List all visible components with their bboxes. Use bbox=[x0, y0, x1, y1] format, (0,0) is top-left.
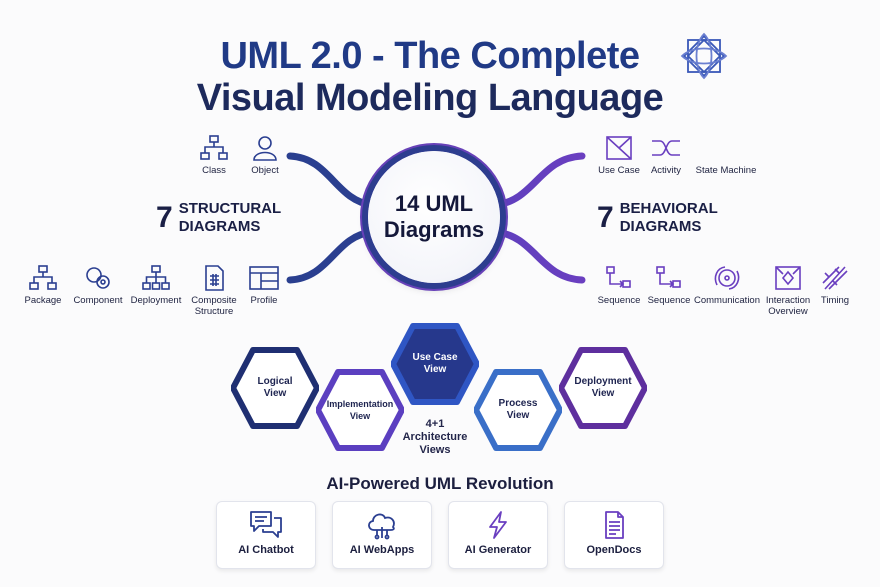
structural-line2: DIAGRAMS bbox=[178, 218, 261, 235]
hexagon-shape bbox=[231, 347, 319, 429]
chat-icon bbox=[250, 511, 282, 538]
page-title-line2: Visual Modeling Language bbox=[196, 77, 664, 119]
behavioral-item-activity[interactable]: Activity bbox=[646, 135, 686, 176]
ai-card-chatbot[interactable]: AI Chatbot bbox=[216, 501, 316, 569]
behavioral-count: 7 bbox=[597, 201, 614, 234]
package-icon bbox=[29, 265, 57, 290]
class-icon bbox=[200, 135, 228, 160]
hub-line2: Diagrams bbox=[383, 217, 485, 242]
behavioral-item-timing[interactable]: Timing bbox=[816, 265, 854, 306]
structural-item-component[interactable]: Component bbox=[70, 265, 126, 306]
structural-item-deployment[interactable]: Deployment bbox=[128, 265, 184, 306]
behavioral-item-sequence-2[interactable]: Sequence bbox=[645, 265, 693, 306]
sequence-icon bbox=[656, 266, 681, 288]
hexagon-shape bbox=[559, 347, 647, 429]
interaction-overview-icon bbox=[775, 266, 801, 290]
behavioral-item-interaction-overview[interactable]: Interaction Overview bbox=[762, 265, 814, 317]
view-process[interactable]: Process View bbox=[474, 368, 562, 452]
ai-section-title: AI-Powered UML Revolution bbox=[326, 474, 554, 493]
architecture-views-label: 4+1 Architecture Views bbox=[402, 418, 468, 456]
deployment-icon bbox=[142, 265, 170, 290]
object-icon bbox=[253, 136, 277, 161]
hexagon-shape bbox=[391, 323, 479, 405]
behavioral-item-state-machine[interactable]: State Machine bbox=[695, 165, 757, 176]
structural-count: 7 bbox=[156, 201, 173, 234]
hexagon-shape bbox=[474, 369, 562, 451]
behavioral-line1: BEHAVIORAL bbox=[619, 200, 718, 217]
cloud-icon bbox=[368, 513, 395, 540]
lightning-icon bbox=[489, 511, 507, 539]
behavioral-item-communication[interactable]: Communication bbox=[692, 265, 762, 306]
structural-item-object[interactable]: Object bbox=[241, 135, 289, 176]
behavioral-item-use-case[interactable]: Use Case bbox=[594, 135, 644, 176]
composite-structure-icon bbox=[205, 265, 224, 291]
view-logical[interactable]: Logical View bbox=[231, 346, 319, 430]
communication-icon bbox=[714, 266, 740, 290]
sequence-icon bbox=[606, 266, 631, 288]
geometric-logo-icon bbox=[680, 32, 728, 80]
document-icon bbox=[605, 511, 624, 539]
view-use-case[interactable]: Use Case View bbox=[391, 322, 479, 406]
timing-icon bbox=[822, 266, 848, 290]
use-case-icon bbox=[606, 136, 632, 160]
hub-line1: 14 UML bbox=[394, 191, 474, 216]
view-deployment[interactable]: Deployment View bbox=[559, 346, 647, 430]
structural-branches bbox=[286, 152, 376, 284]
behavioral-branches bbox=[492, 152, 589, 284]
hub-circle: 14 UML Diagrams bbox=[368, 151, 500, 283]
behavioral-item-sequence-1[interactable]: Sequence bbox=[594, 265, 644, 306]
structural-item-profile[interactable]: Profile bbox=[244, 265, 284, 306]
structural-item-composite-structure[interactable]: Composite Structure bbox=[186, 265, 242, 317]
component-icon bbox=[86, 267, 110, 289]
activity-icon bbox=[652, 140, 680, 156]
view-implementation[interactable]: Implementation View bbox=[316, 368, 404, 452]
ai-card-generator[interactable]: AI Generator bbox=[448, 501, 548, 569]
structural-item-class[interactable]: Class bbox=[190, 135, 238, 176]
page-title-line1: UML 2.0 - The Complete bbox=[220, 35, 640, 77]
profile-icon bbox=[249, 266, 279, 290]
structural-line1: STRUCTURAL bbox=[178, 200, 282, 217]
ai-card-opendocs[interactable]: OpenDocs bbox=[564, 501, 664, 569]
ai-card-webapps[interactable]: AI WebApps bbox=[332, 501, 432, 569]
hexagon-shape bbox=[316, 369, 404, 451]
structural-item-package[interactable]: Package bbox=[20, 265, 66, 306]
behavioral-line2: DIAGRAMS bbox=[619, 218, 702, 235]
